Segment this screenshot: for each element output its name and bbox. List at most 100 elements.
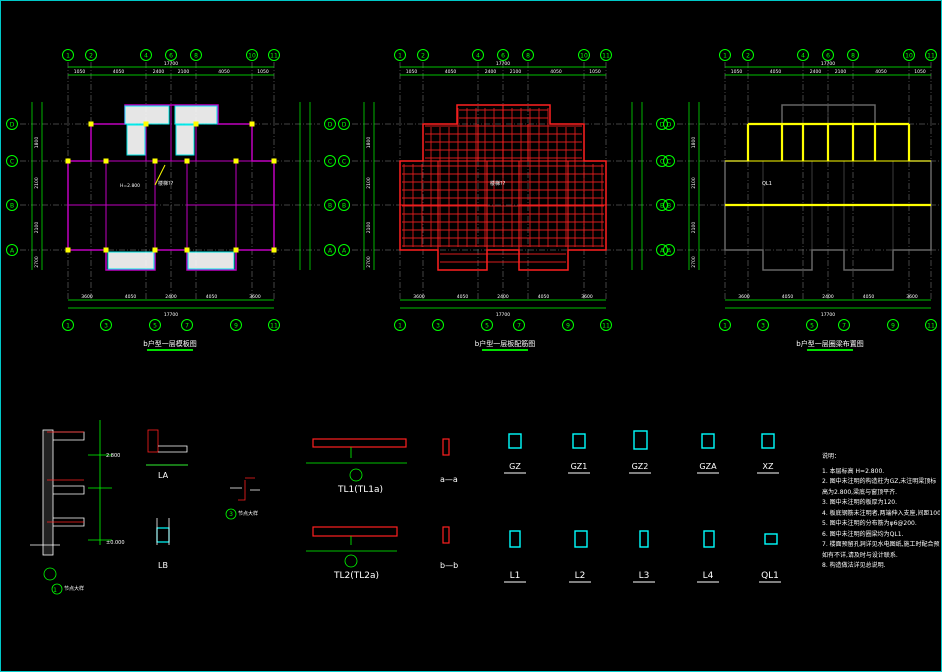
axis-bubble — [394, 319, 406, 331]
axis-bubble — [797, 49, 809, 61]
axis-label: 9 — [891, 323, 895, 330]
la-section — [146, 429, 188, 466]
axis-bubble — [190, 49, 202, 61]
dimension-label: 3600 — [249, 294, 261, 300]
dimension-label: 2700 — [691, 256, 697, 268]
dimension-label: 4050 — [125, 294, 137, 300]
axis-bubble — [822, 49, 834, 61]
dimension-label: 3600 — [81, 294, 93, 300]
dimension-label: 4050 — [875, 69, 887, 75]
axis-label: 11 — [602, 323, 610, 330]
level-label: H=2.800 — [120, 183, 140, 189]
axis-bubble — [338, 244, 350, 256]
axis-label: C — [328, 159, 332, 166]
axis-bubble — [562, 319, 574, 331]
axis-bubble — [268, 319, 280, 331]
dimension-label: 3600 — [738, 294, 750, 300]
axis-bubble — [663, 199, 675, 211]
axis-label: 11 — [927, 323, 935, 330]
axis-bubble — [757, 319, 769, 331]
building-outline — [724, 104, 932, 271]
column-marker — [233, 158, 239, 164]
axis-label: 3 — [436, 323, 440, 330]
dimension-label: 1050 — [731, 69, 743, 75]
axis-label: 8 — [851, 53, 855, 60]
axis-bubble — [432, 319, 444, 331]
axis-bubble — [62, 319, 74, 331]
axis-bubble — [578, 49, 590, 61]
axis-label: A — [328, 248, 333, 255]
column-marker — [249, 121, 255, 127]
axis-label: 7 — [185, 323, 189, 330]
axis-label: 11 — [602, 53, 610, 60]
wall-hatch — [42, 429, 54, 556]
dimension-label: 2400 — [485, 69, 497, 75]
axis-label: B — [10, 203, 14, 210]
axis-bubble — [887, 319, 899, 331]
axis-label: 1 — [398, 53, 402, 60]
axis-bubble — [140, 49, 152, 61]
axis-label: 3 — [761, 323, 765, 330]
dimension-label: 2100 — [366, 222, 372, 234]
axis-bubble — [181, 319, 193, 331]
axis-label: D — [660, 122, 665, 129]
axis-bubble — [847, 49, 859, 61]
dimension-label: 2100 — [366, 177, 372, 189]
detail-1-number: 1 — [53, 587, 57, 594]
axis-bubble — [656, 244, 668, 256]
axis-bubble — [719, 319, 731, 331]
column-marker — [184, 247, 190, 253]
axis-bubble — [719, 49, 731, 61]
detail-1-caption: 节点大样 — [64, 585, 84, 592]
axis-label: 1 — [66, 53, 70, 60]
dimension-label: 2400 — [497, 294, 509, 300]
axis-bubble — [324, 118, 336, 130]
axis-bubble — [806, 319, 818, 331]
column-section-label: GZ2 — [632, 462, 649, 471]
note-item: 1. 本层标高 H=2.800. — [822, 467, 885, 475]
ring-beam-label: QL1 — [762, 181, 772, 187]
axis-label: B — [328, 203, 332, 210]
axis-label: 9 — [234, 323, 238, 330]
axis-label: B — [342, 203, 346, 210]
axis-label: 4 — [144, 53, 148, 60]
axis-bubble — [925, 319, 937, 331]
dimension-label: 2100 — [510, 69, 522, 75]
axis-bubble — [472, 49, 484, 61]
note-item: 如有不详,请及时与设计联系. — [822, 551, 898, 559]
column-marker — [65, 247, 71, 253]
axis-label: 5 — [810, 323, 814, 330]
dimension-label: 1050 — [914, 69, 926, 75]
dimension-label: 4050 — [457, 294, 469, 300]
axis-label: C — [10, 159, 14, 166]
dimension-label: 2100 — [835, 69, 847, 75]
axis-bubble — [394, 49, 406, 61]
lb-label: LB — [158, 561, 168, 570]
axis-label: A — [667, 248, 672, 255]
axis-label: 5 — [153, 323, 157, 330]
total-dimension: 17700 — [164, 312, 178, 318]
building-outline — [399, 104, 607, 271]
dimension-label: 2100 — [34, 177, 40, 189]
dimension-label: 1050 — [406, 69, 418, 75]
column-marker — [233, 247, 239, 253]
axis-bubble — [600, 319, 612, 331]
beam-section-label: QL1 — [761, 571, 779, 581]
total-dimension: 17700 — [821, 61, 835, 67]
section-b-label: b—b — [440, 561, 458, 570]
axis-label: 11 — [270, 323, 278, 330]
axis-bubble — [165, 49, 177, 61]
dimension-label: 4050 — [218, 69, 230, 75]
axis-label: 8 — [194, 53, 198, 60]
dimension-label: 2700 — [366, 256, 372, 268]
stair-line — [154, 164, 166, 186]
dimension-label: 4050 — [550, 69, 562, 75]
axis-label: D — [667, 122, 672, 129]
dimension-label: 4050 — [445, 69, 457, 75]
axis-bubble — [497, 49, 509, 61]
axis-bubble — [522, 49, 534, 61]
axis-label: D — [328, 122, 333, 129]
note-item: 7. 楼面预留孔洞详见水电图纸,施工时配合预留. — [822, 541, 940, 548]
